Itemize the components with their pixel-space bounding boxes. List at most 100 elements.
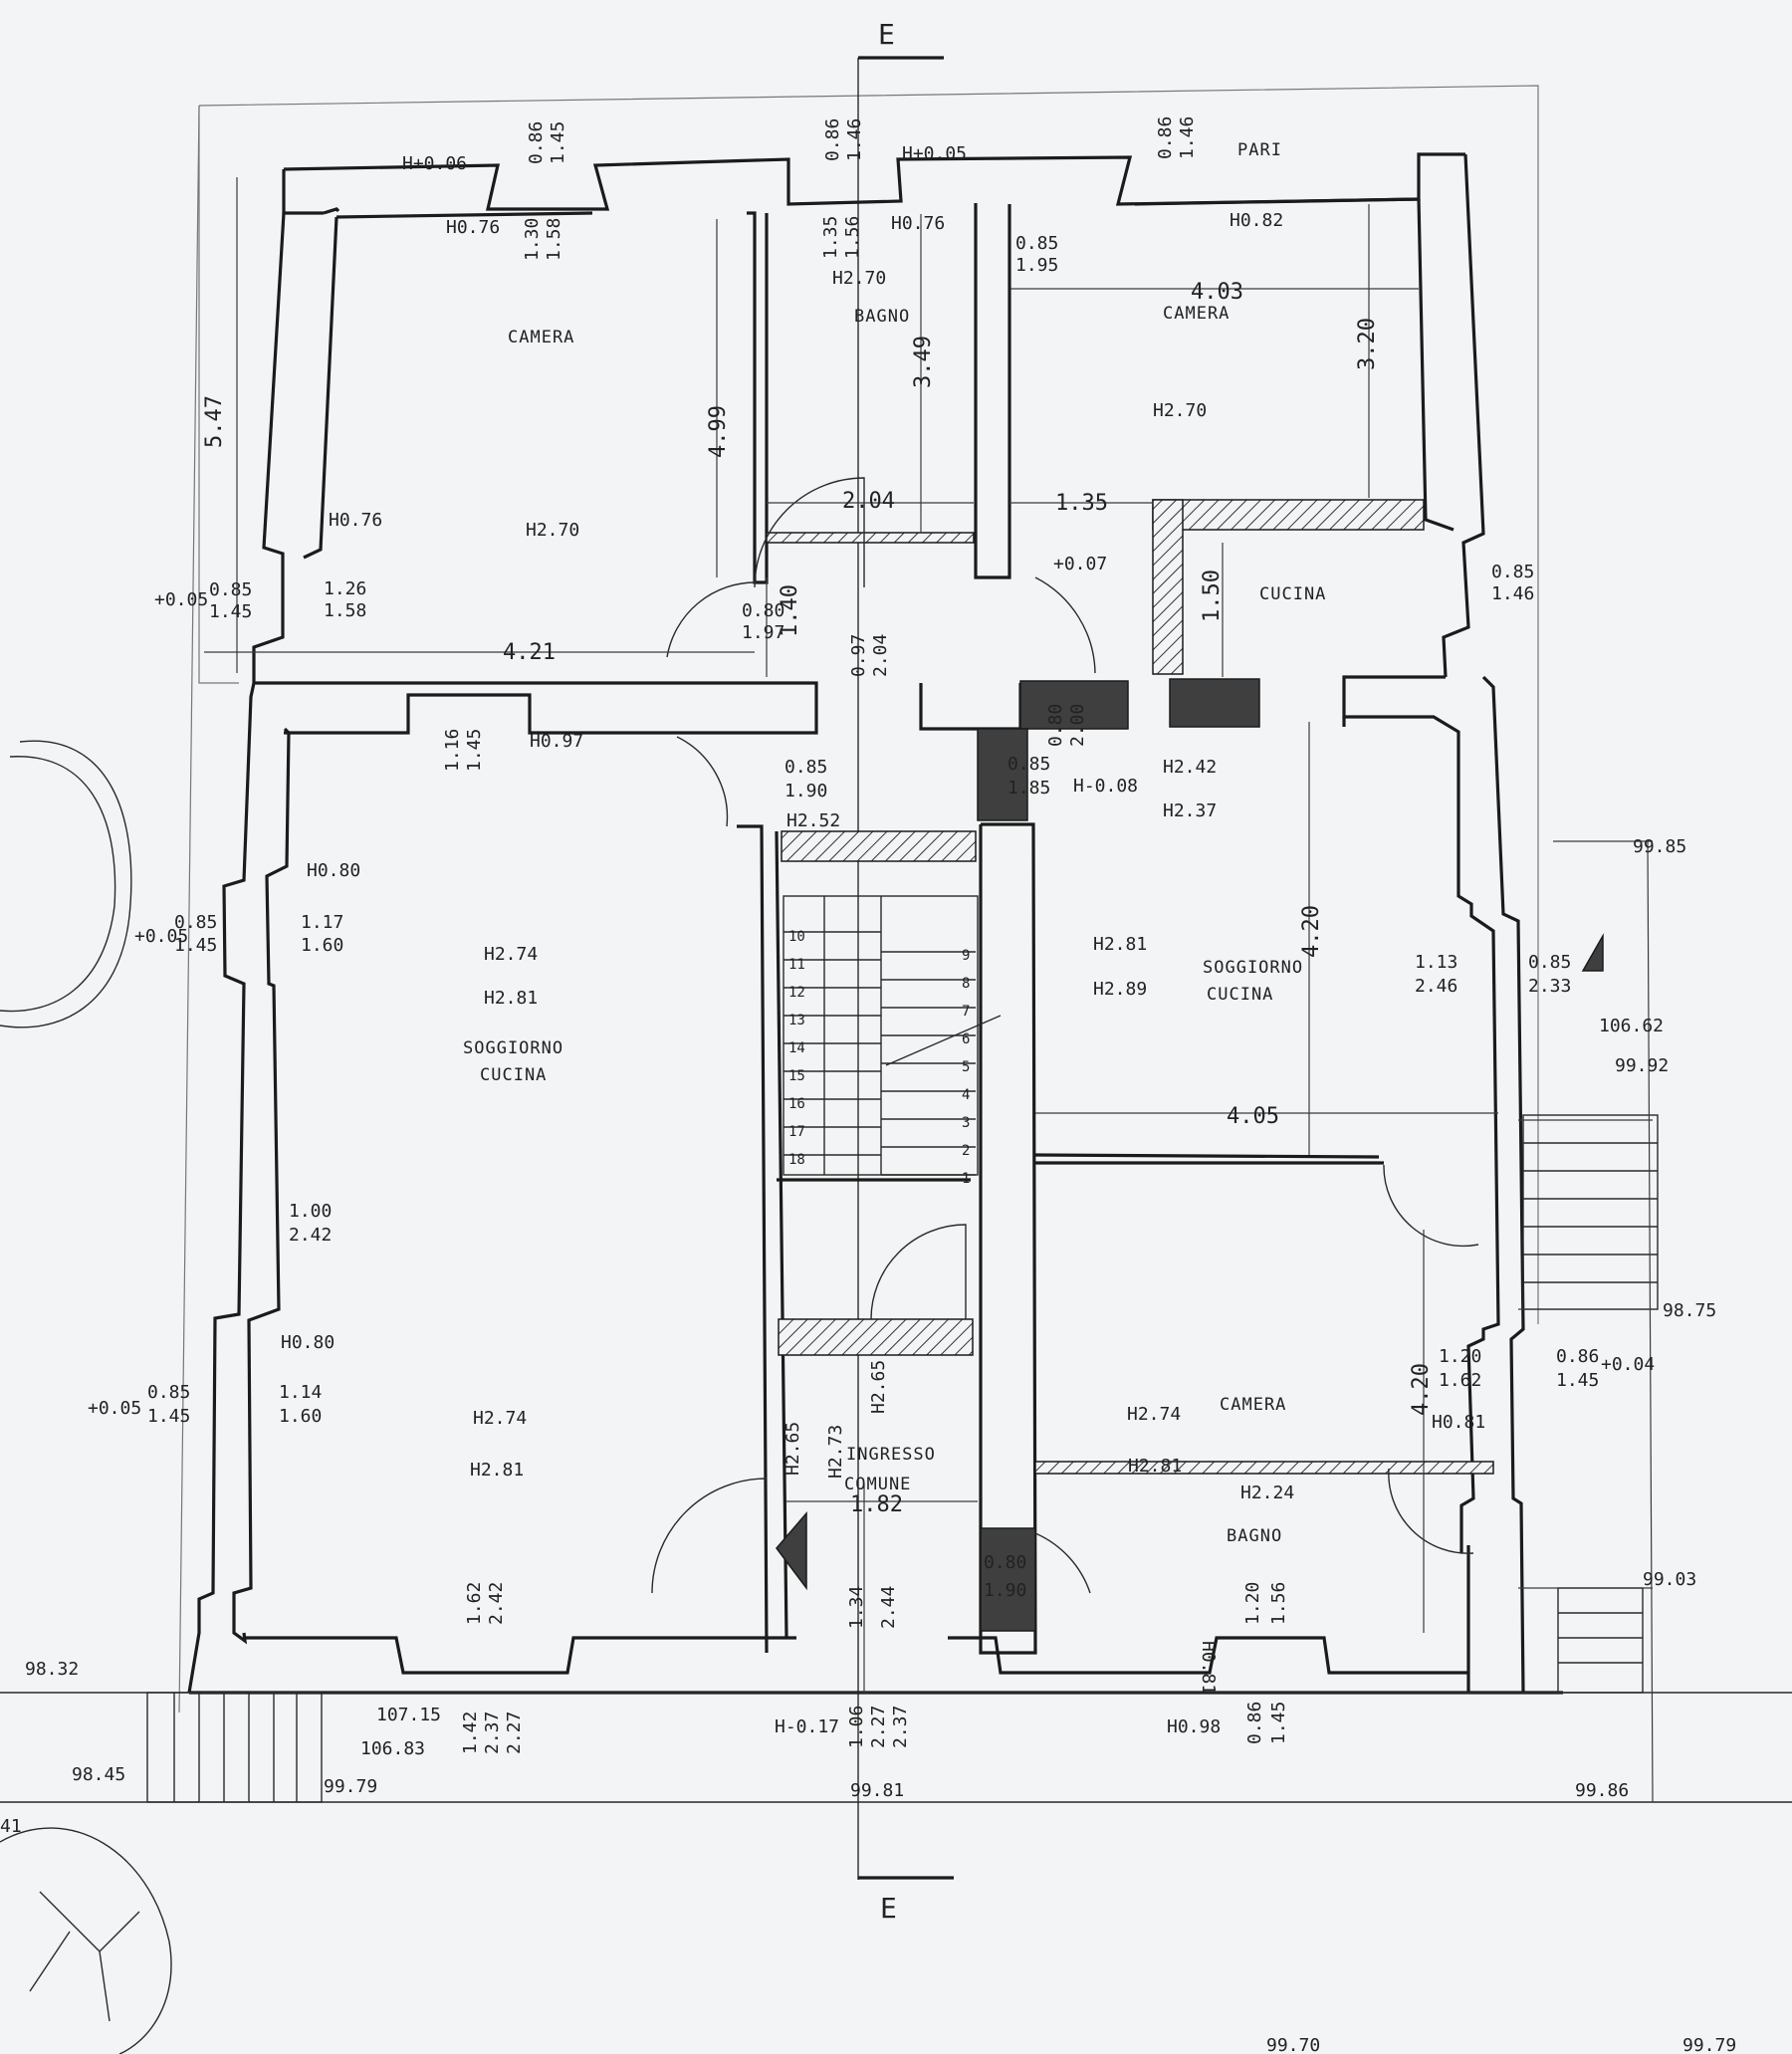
opening-label: 1.60 xyxy=(279,1406,322,1427)
hatch-cucina-side xyxy=(1152,499,1184,675)
elevation-label: 107.15 xyxy=(376,1705,441,1725)
sill-label: H+0.06 xyxy=(402,153,467,174)
room-camera-top-right: CAMERA xyxy=(1163,304,1230,324)
sill-label: H-0.17 xyxy=(775,1716,839,1737)
elevation-label: 98.45 xyxy=(72,1764,125,1785)
opening-label: 0.86 xyxy=(1155,116,1176,159)
dimension-label: 4.99 xyxy=(706,405,731,458)
elevation-label: 99.79 xyxy=(1682,2035,1736,2054)
height-label: H2.70 xyxy=(1153,400,1207,421)
door-swings xyxy=(651,477,1479,1594)
stair-number: 12 xyxy=(788,985,805,1001)
opening-label: 1.45 xyxy=(464,729,485,772)
elevation-label: 99.86 xyxy=(1575,1780,1629,1801)
dimension-label: 1.40 xyxy=(778,584,802,637)
ground-lines xyxy=(0,840,1792,1803)
column-4 xyxy=(980,1527,1036,1632)
sill-label: H0.76 xyxy=(891,213,945,234)
opening-label: 1.13 xyxy=(1415,952,1457,973)
height-label: H2.81 xyxy=(1128,1456,1182,1477)
opening-label: 0.85 xyxy=(1008,754,1050,775)
dimension-label: 1.50 xyxy=(1200,570,1225,622)
opening-label: 0.86 xyxy=(822,118,843,161)
room-ingresso-2: COMUNE xyxy=(844,1475,911,1494)
stair-number: 15 xyxy=(788,1068,805,1084)
opening-label: 1.46 xyxy=(1491,583,1534,604)
column-3 xyxy=(977,728,1028,821)
room-ingresso: INGRESSO xyxy=(846,1445,936,1465)
sill-label: H0.76 xyxy=(446,217,500,238)
opening-label: 0.97 xyxy=(848,634,869,677)
elevation-label: 99.81 xyxy=(850,1780,904,1801)
section-line xyxy=(857,56,954,1880)
opening-label: 1.45 xyxy=(209,601,252,622)
elevation-label: 99.70 xyxy=(1266,2035,1320,2054)
height-label: H2.73 xyxy=(825,1425,846,1479)
elevation-label: 106.62 xyxy=(1599,1016,1664,1036)
stair-number: 10 xyxy=(788,929,805,945)
level-label: +0.05 xyxy=(134,926,188,947)
stair-number: 5 xyxy=(962,1059,970,1075)
opening-label: 0.85 xyxy=(1015,233,1058,254)
height-label: H2.70 xyxy=(832,268,886,289)
sill-label: H0.81 xyxy=(1198,1641,1219,1695)
opening-label: 1.90 xyxy=(784,781,827,801)
stair-number: 3 xyxy=(962,1115,970,1131)
sill-label: H0.82 xyxy=(1230,210,1283,231)
tree-bottom-left xyxy=(0,1827,172,2054)
dimension-label: 3.49 xyxy=(911,336,936,388)
dimension-label: 5.47 xyxy=(202,395,227,448)
height-label: H2.74 xyxy=(1127,1404,1181,1425)
opening-label: 1.58 xyxy=(324,600,366,621)
dimension-label: 4.03 xyxy=(1191,280,1243,305)
room-soggiorno-left: SOGGIORNO xyxy=(463,1038,563,1058)
stair-number: 7 xyxy=(962,1004,970,1020)
opening-label: 1.90 xyxy=(984,1580,1026,1601)
stair-number: 4 xyxy=(962,1087,970,1103)
room-camera-left: CAMERA xyxy=(508,328,574,347)
opening-label: 0.85 xyxy=(147,1382,190,1403)
sill-label: H0.80 xyxy=(281,1332,335,1353)
room-camera-bottom-right: CAMERA xyxy=(1220,1395,1286,1415)
elevation-label: 99.92 xyxy=(1615,1055,1669,1076)
stair-number: 1 xyxy=(962,1171,970,1187)
sill-label: H0.81 xyxy=(1432,1412,1485,1433)
opening-label: 1.97 xyxy=(742,622,784,643)
dimension-label: 1.35 xyxy=(1055,491,1108,516)
opening-label: 0.85 xyxy=(784,757,827,778)
section-mark-bottom: E xyxy=(880,1892,897,1925)
dimension-label: 1.82 xyxy=(850,1492,903,1517)
opening-label: 1.56 xyxy=(1268,1582,1289,1625)
opening-label: 1.35 xyxy=(820,216,841,259)
level-label: +0.05 xyxy=(154,589,208,610)
opening-label: 1.45 xyxy=(1268,1702,1289,1744)
elevation-label: 99.03 xyxy=(1643,1569,1696,1590)
height-label: H2.65 xyxy=(868,1360,889,1414)
height-label: H2.24 xyxy=(1240,1483,1294,1503)
hatch-bagno-bottom xyxy=(1034,1461,1494,1475)
stair-number: 18 xyxy=(788,1152,805,1168)
column-1 xyxy=(1019,680,1129,730)
stair-number: 11 xyxy=(788,957,805,973)
room-cucina: CUCINA xyxy=(1259,584,1326,604)
stair-number: 6 xyxy=(962,1031,970,1047)
opening-label: 1.00 xyxy=(289,1201,332,1222)
sill-label: H+0.05 xyxy=(902,143,967,164)
opening-label: 1.45 xyxy=(147,1406,190,1427)
sheet-border xyxy=(178,85,1539,1713)
opening-label: 1.46 xyxy=(1177,116,1198,159)
opening-label: 1.85 xyxy=(1008,778,1050,799)
opening-label: 1.34 xyxy=(846,1586,867,1629)
stair-number: 2 xyxy=(962,1143,970,1159)
opening-label: 1.58 xyxy=(544,218,564,261)
label-pari: PARI xyxy=(1237,140,1282,160)
elevation-label: 106.83 xyxy=(360,1738,425,1759)
opening-label: 1.20 xyxy=(1242,1582,1263,1625)
height-label: H2.37 xyxy=(1163,800,1217,821)
opening-label: 0.86 xyxy=(1556,1346,1599,1367)
dimension-label: 4.20 xyxy=(1409,1363,1434,1416)
dimension-label: 3.20 xyxy=(1355,318,1380,370)
hatch-ingresso xyxy=(778,1318,974,1356)
opening-label: 2.46 xyxy=(1415,976,1457,997)
